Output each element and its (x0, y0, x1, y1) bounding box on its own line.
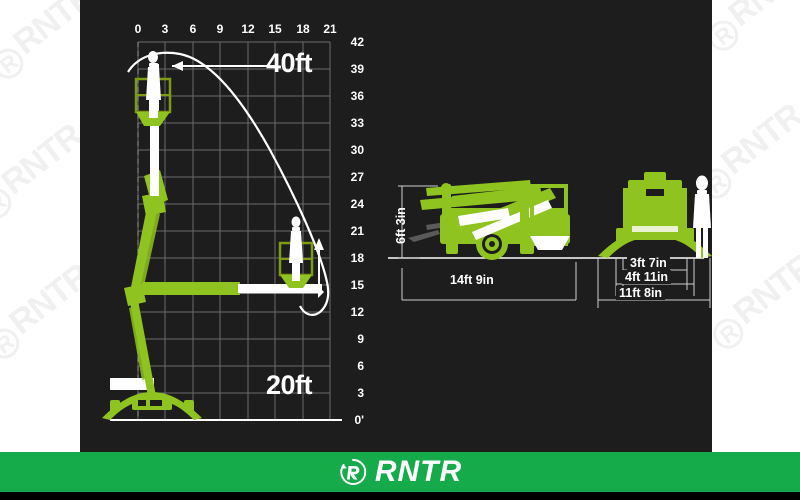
outrigger-foot-right (184, 400, 194, 412)
boom-lift-side-illustration (102, 51, 322, 420)
front-top-rail (628, 180, 682, 189)
y-tick-label: 33 (350, 116, 364, 130)
chassis-detail-right (150, 400, 162, 406)
front-width-inner-label: 3ft 7in (627, 256, 670, 270)
y-tick-label: 18 (350, 251, 364, 265)
watermark-ring-icon: R (0, 42, 30, 85)
pivot-joint-rear (519, 181, 529, 191)
working-height-label: 40ft (266, 48, 313, 78)
watermark-text: RNTR (726, 246, 800, 332)
outreach-label: 20ft (266, 370, 313, 400)
boom-pivot-post-rear (520, 182, 529, 228)
x-tick-label: 12 (241, 22, 255, 36)
platform-basket-outreach (278, 216, 314, 288)
stowed-height-label: 6ft 3in (394, 207, 408, 244)
upper-riser-cylinder (136, 210, 160, 290)
y-tick-label: 36 (350, 89, 364, 103)
operator-figure-outreach (289, 216, 303, 281)
y-tick-label: 15 (350, 278, 364, 292)
outrigger-spread (102, 392, 202, 420)
basket-floor-outreach (280, 275, 312, 288)
side-views-svg (388, 172, 712, 308)
reach-envelope-curve (127, 51, 330, 316)
y-tick-label: 42 (350, 35, 364, 49)
platform-basket-high (134, 51, 172, 126)
vertical-mast (150, 64, 159, 196)
front-foot-left (616, 228, 628, 242)
y-tick-label: 24 (350, 197, 364, 211)
x-tick-label: 15 (268, 22, 282, 36)
brand-footer: RNTR (0, 452, 800, 492)
lower-boom-cylinder (129, 306, 150, 380)
wheel-centre (489, 241, 495, 247)
stowed-upper-boom (426, 180, 531, 196)
x-tick-label: 3 (161, 22, 169, 36)
front-boom-head (644, 172, 666, 184)
telescopic-boom-extension (238, 284, 322, 293)
y-tick-label: 39 (350, 62, 364, 76)
front-mast-centre (646, 196, 664, 240)
stowed-length-label: 14ft 9in (446, 273, 498, 287)
x-tick-label: 9 (216, 22, 224, 36)
working-height-arrow-icon (172, 61, 183, 71)
rntr-logo-icon (340, 459, 367, 485)
stowed-dimension-views: 6ft 3in 14ft 9in 3ft 7in 4ft 11in 11ft 8… (380, 0, 712, 452)
tow-hitch (408, 230, 440, 242)
y-tick-label: 30 (350, 143, 364, 157)
y-tick-label: 6 (357, 359, 364, 373)
x-tick-label: 0 (134, 22, 142, 36)
chassis-detail-left (138, 400, 146, 406)
stabiliser-front (446, 238, 458, 254)
machine-front-view (598, 172, 712, 258)
operator-figure-high (146, 51, 161, 118)
reach-chart-svg (102, 41, 342, 421)
y-tick-label: 9 (357, 332, 364, 346)
machine-decal-stripe (458, 208, 510, 226)
y-tick-label: 12 (350, 305, 364, 319)
watermark-mark: RRNTR (0, 116, 91, 225)
watermark-text: RNTR (714, 96, 800, 182)
y-tick-label: 21 (350, 224, 364, 238)
watermark-ring-icon: R (0, 322, 26, 365)
stowed-mid-boom (452, 186, 542, 206)
outrigger-foot-left (110, 400, 120, 412)
watermark-mark: RRNTR (700, 246, 800, 355)
scale-person-silhouette (693, 175, 711, 258)
x-tick-label: 18 (296, 22, 310, 36)
spec-diagram-panel: 0 3 6 9 12 15 18 21 42 39 36 33 30 27 24… (80, 0, 712, 452)
vertical-arrow-icon (314, 238, 324, 250)
front-foot-right (682, 228, 694, 242)
x-tick-label: 6 (189, 22, 197, 36)
front-width-mid-label: 4ft 11in (622, 270, 672, 284)
telescopic-boom-green (142, 282, 240, 295)
stowed-basket-shadow (530, 236, 570, 250)
watermark-ring-icon: R (707, 312, 750, 355)
x-tick-label: 21 (323, 22, 337, 36)
y-tick-label: 3 (357, 386, 364, 400)
pivot-joint-front (441, 183, 451, 193)
counterweight-plate (110, 378, 154, 390)
y-tick-label: 27 (350, 170, 364, 184)
watermark-text: RNTR (721, 0, 800, 34)
machine-side-view (408, 180, 570, 260)
watermark-text: RNTR (0, 116, 90, 202)
footer-bottom-strip (0, 492, 800, 500)
y-tick-label: 0' (354, 413, 364, 427)
basket-floor-high (136, 112, 170, 126)
front-width-outer-label: 11ft 8in (616, 286, 666, 300)
watermark-ring-icon: R (0, 182, 18, 225)
boom-knuckle (124, 284, 146, 306)
front-decal (632, 226, 678, 232)
chart-gridlines (137, 41, 331, 420)
boom-pivot-post-front (442, 184, 451, 224)
brand-name: RNTR (374, 455, 463, 488)
reach-envelope-chart: 0 3 6 9 12 15 18 21 42 39 36 33 30 27 24… (80, 0, 380, 452)
